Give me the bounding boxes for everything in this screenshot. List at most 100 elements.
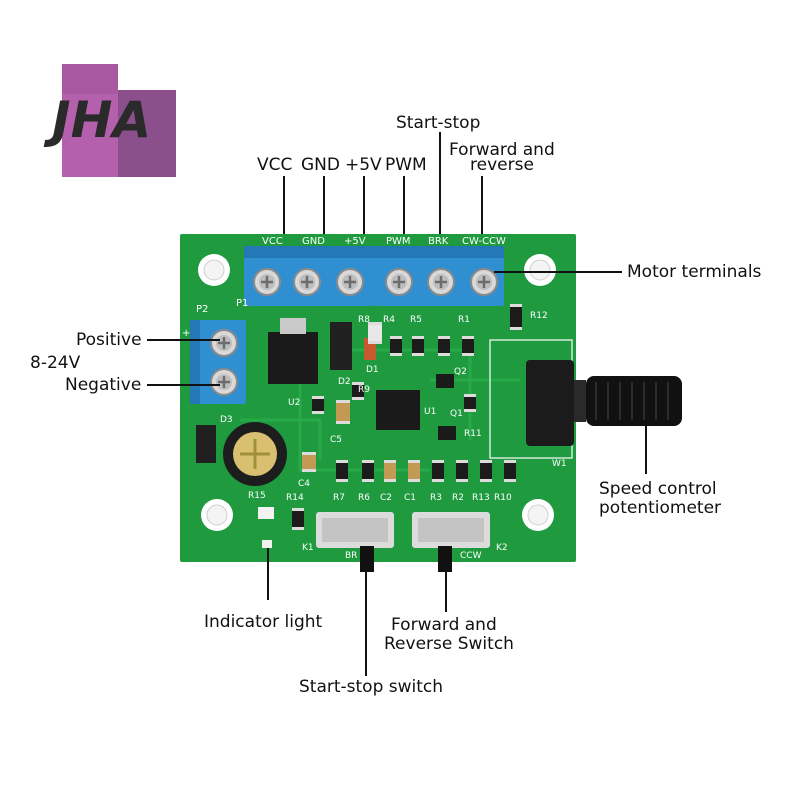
silk-ccw: CCW: [460, 551, 482, 561]
label-pwm: PWM: [385, 155, 427, 175]
transistor-q1: [438, 426, 456, 440]
silk-c2: C2: [380, 493, 392, 503]
label-start-stop-switch: Start-stop switch: [299, 677, 443, 697]
silk-d1: D1: [366, 365, 379, 375]
silk-r5: R5: [410, 315, 422, 325]
silk-c5: C5: [330, 435, 342, 445]
smd-component: [412, 336, 424, 356]
terminal-screw: [293, 268, 321, 296]
label-5v: +5V: [345, 155, 382, 175]
smd-component: [456, 460, 468, 482]
smd-component: [462, 336, 474, 356]
terminal-screw: [210, 368, 238, 396]
voltage-regulator: [268, 332, 318, 384]
smd-component: [336, 460, 348, 482]
silk-r9: R9: [358, 385, 370, 395]
silkscreen: VCC GND +5V PWM BRK CW-CCW P2 P1 +: [182, 236, 506, 339]
silk-r4: R4: [383, 315, 395, 325]
terminal-screw: [336, 268, 364, 296]
smd-components: [292, 304, 522, 530]
smd-component: [312, 396, 324, 414]
label-fr-switch-1: Forward and: [391, 615, 497, 635]
silk-r13: R13: [472, 493, 490, 503]
silk-q1: Q1: [450, 409, 463, 419]
silk-r8: R8: [358, 315, 370, 325]
silk-r6: R6: [358, 493, 370, 503]
label-start-stop: Start-stop: [396, 113, 480, 133]
diode-d2: [330, 322, 352, 370]
label-speed-control-2: potentiometer: [599, 498, 721, 518]
terminal-screw: [253, 268, 281, 296]
label-indicator-light: Indicator light: [204, 612, 323, 632]
silk-d2: D2: [338, 377, 351, 387]
silk-p2: P2: [196, 304, 208, 315]
silk-c1: C1: [404, 493, 416, 503]
silk-r12: R12: [530, 311, 548, 321]
smd-component: [390, 336, 402, 356]
silk-pin-vcc: VCC: [262, 236, 283, 247]
silk-r7: R7: [333, 493, 345, 503]
smd-component: [464, 394, 476, 412]
silk-pin-cwccw: CW-CCW: [462, 236, 506, 247]
switch-k1-lever: [360, 546, 374, 572]
smd-component: [432, 460, 444, 482]
smd-component: [408, 460, 420, 482]
silk-br: BR: [345, 551, 357, 561]
silk-plus: +: [182, 328, 190, 339]
logo-text: JHA: [43, 91, 151, 149]
silk-pin-pwm: PWM: [386, 236, 411, 247]
transistor-q2: [436, 374, 454, 388]
terminal-screw: [427, 268, 455, 296]
silk-pin-brk: BRK: [428, 236, 449, 247]
smd-component: [504, 460, 516, 482]
silk-u1: U1: [424, 407, 436, 417]
logo-block-right: [118, 90, 176, 177]
silk-pin-gnd: GND: [302, 236, 325, 247]
silk-r1: R1: [458, 315, 470, 325]
silk-r10: R10: [494, 493, 512, 503]
ic-u1: [376, 390, 420, 430]
silk-r15: R15: [248, 491, 266, 501]
label-forward-reverse-2: reverse: [470, 155, 534, 175]
silk-c4: C4: [298, 479, 310, 489]
silk-r11: R11: [464, 429, 482, 439]
label-fr-switch-2: Reverse Switch: [384, 634, 514, 654]
label-positive: Positive: [76, 330, 142, 350]
silk-r3: R3: [430, 493, 442, 503]
potentiometer-knob: [586, 376, 682, 426]
label-gnd: GND: [301, 155, 340, 175]
label-vcc: VCC: [257, 155, 292, 175]
label-forward-reverse-1: Forward and: [449, 140, 555, 160]
silk-d3: D3: [220, 415, 233, 425]
silk-p1: P1: [236, 298, 248, 309]
terminal-screw: [210, 329, 238, 357]
logo: JHA: [43, 64, 176, 177]
silk-u2: U2: [288, 398, 300, 408]
smd-component: [292, 508, 304, 530]
terminal-screw: [470, 268, 498, 296]
silk-r2: R2: [452, 493, 464, 503]
silk-k2: K2: [496, 543, 508, 553]
label-motor-terminals: Motor terminals: [627, 262, 762, 282]
smd-component: [368, 322, 382, 344]
silk-w1: W1: [552, 459, 567, 469]
diode-d3: [196, 425, 216, 463]
leader-lines: [147, 132, 647, 676]
silk-pin-5v: +5V: [344, 236, 366, 247]
terminal-screws: [210, 268, 498, 396]
silk-r14: R14: [286, 493, 304, 503]
smd-component: [438, 336, 450, 356]
silk-q2: Q2: [454, 367, 467, 377]
silk-k1: K1: [302, 543, 314, 553]
terminal-screw: [385, 268, 413, 296]
label-voltage: 8-24V: [30, 353, 81, 373]
smd-component: [480, 460, 492, 482]
smd-component: [510, 304, 522, 330]
smd-component: [384, 460, 396, 482]
potentiometer-body: [526, 360, 574, 446]
label-speed-control-1: Speed control: [599, 479, 717, 499]
smd-component: [362, 460, 374, 482]
smd-component: [336, 400, 350, 424]
